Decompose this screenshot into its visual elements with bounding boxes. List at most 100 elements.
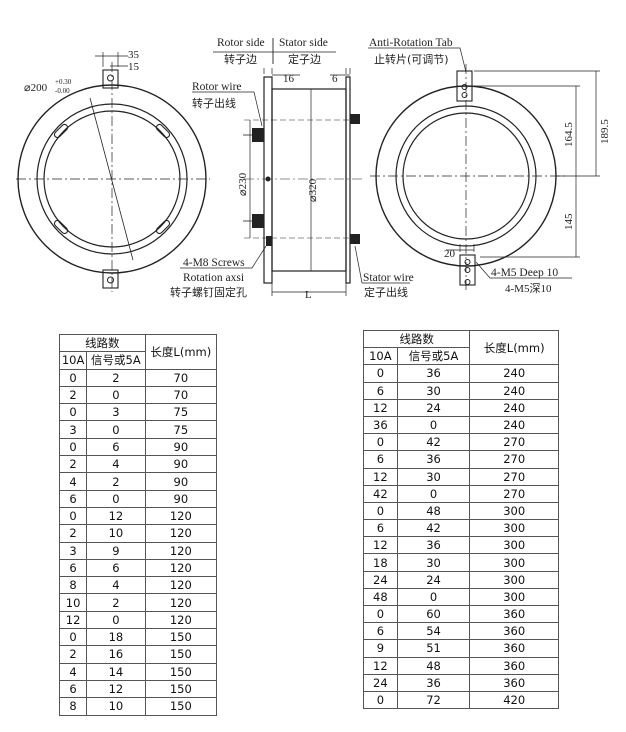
header-signal: 信号或5A: [396, 347, 471, 366]
cell-length: 70: [144, 385, 218, 405]
cell-signal: 0: [396, 415, 471, 435]
cell-10a: 36: [363, 415, 398, 435]
cell-length: 270: [469, 467, 559, 486]
cell-signal: 3: [86, 403, 146, 422]
screws-en2: Rotation axsi: [183, 272, 244, 284]
cell-signal: 0: [86, 610, 146, 630]
screws-en1: 4-M8 Screws: [183, 257, 245, 269]
cell-signal: 36: [396, 450, 471, 469]
cell-length: 120: [144, 593, 218, 612]
stator-side-cn: 定子边: [288, 52, 321, 66]
cell-10a: 6: [363, 519, 398, 538]
cell-10a: 0: [363, 690, 398, 710]
cell-signal: 30: [396, 467, 471, 486]
cell-signal: 36: [396, 673, 471, 692]
cell-10a: 12: [363, 467, 398, 486]
cell-10a: 6: [58, 679, 88, 699]
cell-signal: 2: [86, 368, 146, 387]
cell-length: 75: [144, 420, 218, 439]
cell-signal: 2: [86, 593, 146, 612]
cell-signal: 24: [396, 398, 471, 417]
cell-10a: 6: [363, 381, 398, 400]
cell-signal: 10: [86, 524, 146, 543]
cell-10a: 0: [58, 437, 88, 457]
cell-10a: 0: [58, 628, 88, 647]
cell-10a: 12: [363, 536, 398, 555]
cell-length: 75: [144, 403, 218, 422]
cell-10a: 6: [363, 622, 398, 641]
header-line-count: 线路数: [59, 333, 146, 353]
cell-length: 360: [469, 639, 559, 658]
cell-length: 270: [469, 484, 559, 503]
cell-signal: 6: [86, 437, 146, 457]
dim-20: 20: [444, 248, 456, 260]
rotor-wire-en: Rotor wire: [192, 81, 242, 93]
cell-length: 240: [469, 415, 559, 435]
cell-length: 300: [469, 587, 559, 607]
cell-10a: 8: [58, 697, 88, 716]
cell-10a: 6: [58, 489, 88, 508]
dim-164-5: 164.5: [563, 122, 575, 147]
cell-signal: 12: [86, 679, 146, 699]
cell-length: 270: [469, 450, 559, 469]
cell-length: 70: [144, 368, 218, 387]
cell-length: 90: [144, 472, 218, 491]
cell-10a: 2: [58, 524, 88, 543]
cell-10a: 0: [58, 403, 88, 422]
dia-320: ⌀320: [307, 178, 319, 202]
cell-10a: 2: [58, 385, 88, 405]
dia-200: ⌀200: [24, 82, 48, 94]
cell-length: 300: [469, 570, 559, 589]
cell-length: 300: [469, 536, 559, 555]
cell-length: 120: [144, 524, 218, 543]
dim-189-5: 189.5: [599, 119, 611, 144]
cell-10a: 24: [363, 570, 398, 589]
m5-en: 4-M5 Deep 10: [491, 267, 558, 279]
side-view: [180, 38, 410, 296]
stator-wire-en: Stator wire: [363, 272, 414, 284]
dia-230: ⌀230: [237, 172, 249, 196]
cell-length: 90: [144, 437, 218, 457]
cell-signal: 60: [396, 604, 471, 624]
tol-plus: +0.30: [55, 78, 72, 86]
dim-16: 16: [283, 73, 295, 85]
cell-signal: 14: [86, 662, 146, 681]
cell-10a: 12: [363, 398, 398, 417]
cell-signal: 24: [396, 570, 471, 589]
cell-10a: 18: [363, 553, 398, 572]
cell-10a: 24: [363, 673, 398, 692]
cell-10a: 0: [363, 433, 398, 452]
cell-10a: 2: [58, 455, 88, 474]
cell-signal: 51: [396, 639, 471, 658]
cell-signal: 18: [86, 628, 146, 647]
cell-signal: 36: [396, 364, 471, 383]
rotor-side-en: Rotor side: [217, 37, 265, 49]
cell-length: 120: [144, 541, 218, 560]
cell-signal: 48: [396, 656, 471, 675]
dim-145: 145: [563, 213, 575, 230]
cell-signal: 0: [86, 489, 146, 508]
cell-length: 360: [469, 604, 559, 624]
